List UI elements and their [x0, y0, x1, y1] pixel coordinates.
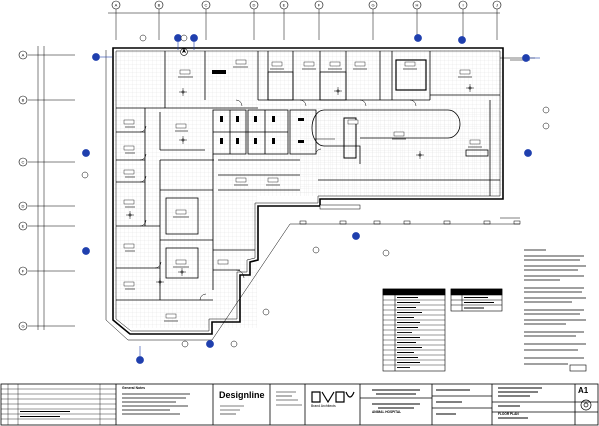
room-labels: [125, 66, 482, 322]
project-text: [372, 387, 542, 419]
grid-label: E: [22, 224, 25, 229]
sheet-title: FLOOR PLAN: [498, 412, 519, 416]
grid-label: B: [158, 3, 161, 8]
grid-label: A: [115, 3, 118, 8]
elevation-markers: [81, 34, 550, 348]
schedule-text: [397, 297, 422, 368]
grid-label: F: [22, 269, 25, 274]
grid-label: G: [21, 324, 24, 329]
restroom-core: [212, 109, 317, 155]
room-tags: [123, 59, 481, 319]
revision-table: [1, 384, 116, 425]
door-schedule-rows: [383, 299, 445, 366]
left-grid-bubbles: [18, 50, 28, 331]
top-grid-lines: [108, 9, 500, 40]
left-grid-labels: A B C D E F G: [21, 53, 24, 329]
firm-sub: Brand Architects: [311, 404, 336, 408]
exterior-walls: [112, 47, 504, 335]
left-rooms: [116, 108, 300, 301]
ceiling-fixtures: [126, 84, 474, 286]
revision-text: [20, 411, 70, 417]
legend-box: [569, 364, 587, 372]
notes-lines: [122, 393, 190, 415]
north-arrow-icon: [180, 48, 188, 56]
section-marker-lines: [100, 42, 540, 356]
sheet-number: A1: [578, 386, 589, 395]
perimeter-marks: [299, 204, 521, 225]
top-grid-labels: A B C D E F G H I J: [115, 3, 498, 8]
grid-label: G: [371, 3, 374, 8]
grid-label: D: [22, 204, 25, 209]
floor-fill: [113, 50, 502, 328]
grid-label: D: [253, 3, 256, 8]
notes-heading: General Notes: [122, 386, 145, 390]
wall-inner: [115, 50, 501, 332]
project-title: ANIMAL HOSPITAL: [372, 410, 402, 414]
door-swings: [139, 99, 417, 301]
grid-label: H: [416, 3, 419, 8]
grid-label: A: [22, 53, 25, 58]
open-hall: [311, 100, 500, 196]
finish-schedule-table: [450, 288, 503, 312]
general-notes-right: [524, 249, 586, 365]
top-grid-bubbles: [111, 0, 502, 10]
finish-schedule-text: [464, 297, 494, 309]
firm-info: [220, 391, 302, 415]
left-grid-lines: [28, 46, 75, 330]
grid-label: B: [22, 98, 25, 103]
grid-label: I: [462, 3, 463, 8]
grid-label: F: [318, 3, 321, 8]
brand-logo: [311, 391, 355, 404]
grid-label: C: [22, 160, 25, 165]
grid-label: C: [205, 3, 208, 8]
fixtures: [212, 70, 304, 144]
seal-icon: [580, 399, 592, 411]
top-rooms: [116, 51, 500, 109]
grid-label: E: [283, 3, 286, 8]
grid-label: J: [496, 3, 498, 8]
title-block-frame: [0, 383, 599, 426]
firm-name: Designline: [219, 390, 265, 400]
